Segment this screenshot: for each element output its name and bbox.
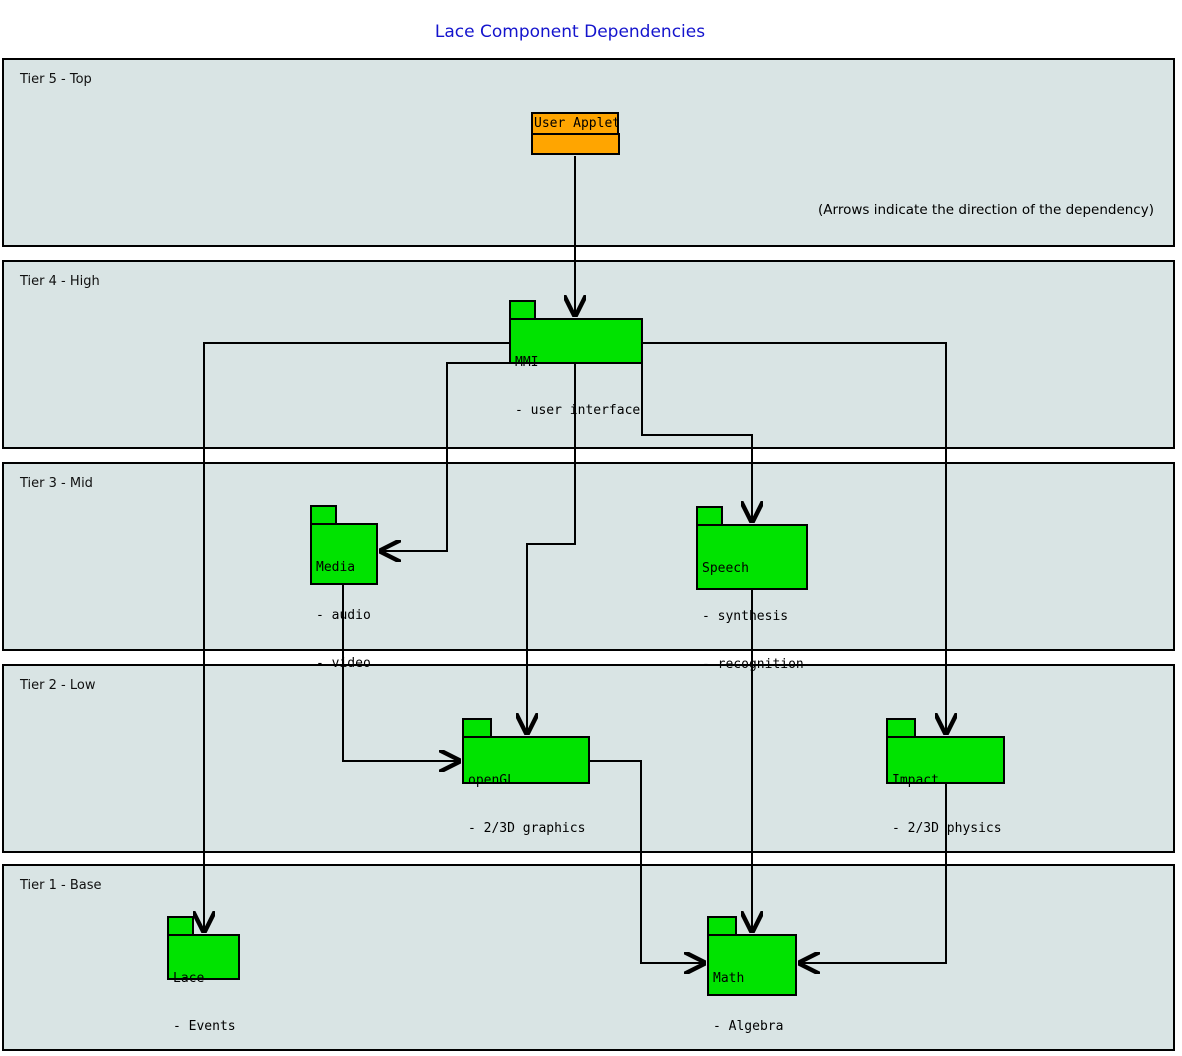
component-speech-body: Speech - synthesis - recognition — [696, 524, 808, 672]
component-speech-tab — [696, 506, 723, 526]
component-impact-tab — [886, 718, 916, 738]
component-opengl-line: - 2/3D graphics — [468, 821, 586, 836]
component-mmi-line: - user interface — [515, 403, 641, 418]
component-user-applet-tab: User Applet — [531, 112, 620, 135]
edge-mmi-to-opengl — [527, 364, 576, 733]
component-lace-body: Lace - Events — [167, 934, 240, 1034]
component-media-line: - audio — [316, 608, 371, 623]
edge-mmi-to-impact — [643, 342, 946, 733]
component-media-body: Media - audio - video — [310, 523, 378, 671]
tier-label-1: Tier 1 - Base — [20, 878, 102, 893]
edge-mmi-to-speech — [641, 364, 752, 521]
tier-label-5: Tier 5 - Top — [20, 72, 92, 87]
component-speech-line: - recognition — [702, 657, 804, 672]
tier-label-3: Tier 3 - Mid — [20, 476, 93, 491]
component-speech-line: - synthesis — [702, 609, 789, 624]
component-math-tab — [707, 916, 737, 936]
component-mmi-tab — [509, 300, 536, 320]
tier-band-3: Tier 3 - Mid — [2, 462, 1175, 651]
edge-mmi-to-media — [381, 362, 509, 551]
component-math-body: Math - Algebra - Geometry — [707, 934, 797, 1034]
component-opengl-title: openGL — [468, 773, 515, 788]
diagram-title: Lace Component Dependencies — [434, 22, 706, 42]
edge-impact-to-math — [800, 784, 947, 963]
component-impact-line: - 2/3D physics — [892, 821, 1002, 836]
component-mmi-title: MMI — [515, 355, 539, 370]
component-impact-title: Impact — [892, 773, 939, 788]
component-media-line: - video — [316, 656, 371, 671]
component-media-tab — [310, 505, 337, 525]
edge-media-to-opengl — [342, 585, 459, 761]
component-user-applet-body — [531, 133, 620, 155]
edge-opengl-to-math — [590, 760, 704, 963]
component-lace-title: Lace — [173, 971, 205, 986]
component-math-line: - Algebra — [713, 1019, 784, 1034]
tier-label-2: Tier 2 - Low — [20, 678, 96, 693]
dependency-direction-note: (Arrows indicate the direction of the de… — [818, 202, 1154, 218]
edge-mmi-to-lace — [204, 342, 509, 931]
component-opengl-tab — [462, 718, 492, 738]
component-math-title: Math — [713, 971, 745, 986]
component-lace-tab — [167, 916, 194, 936]
component-opengl-body: openGL - 2/3D graphics — [462, 736, 590, 836]
tier-label-4: Tier 4 - High — [20, 274, 100, 289]
component-mmi-body: MMI - user interface — [509, 318, 643, 418]
component-speech-title: Speech — [702, 561, 749, 576]
component-impact-body: Impact - 2/3D physics — [886, 736, 1005, 836]
component-media-title: Media — [316, 560, 356, 575]
component-lace-line: - Events — [173, 1019, 236, 1034]
